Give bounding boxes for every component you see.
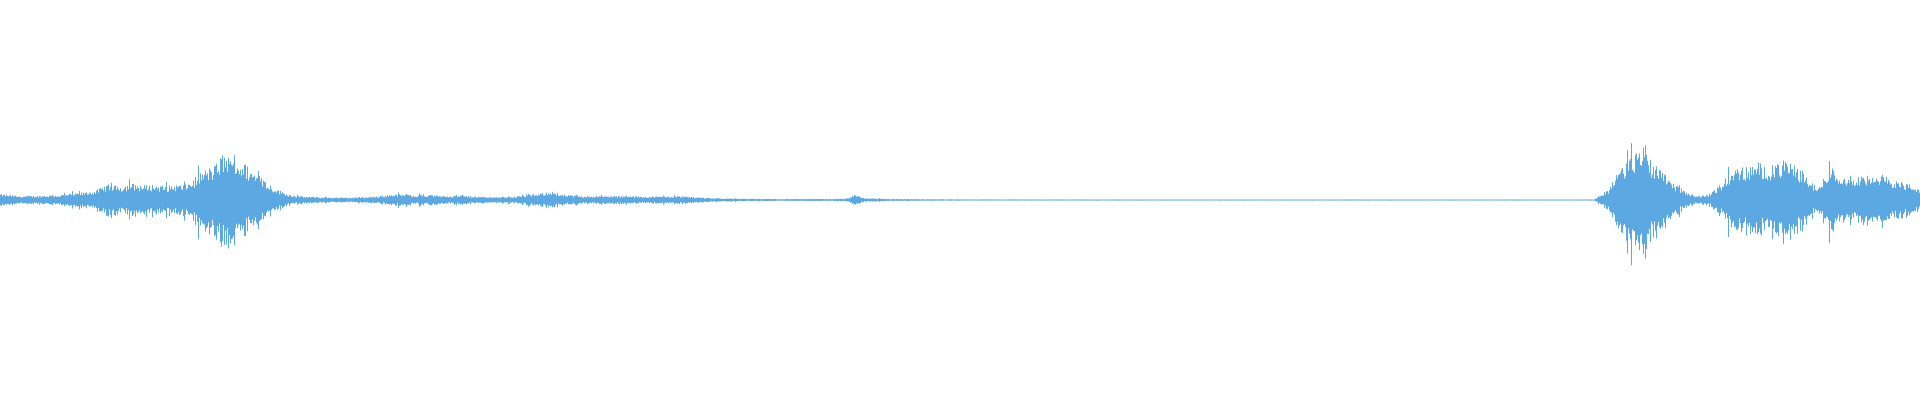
waveform-path [0,143,1920,266]
waveform-samples [0,143,1920,266]
